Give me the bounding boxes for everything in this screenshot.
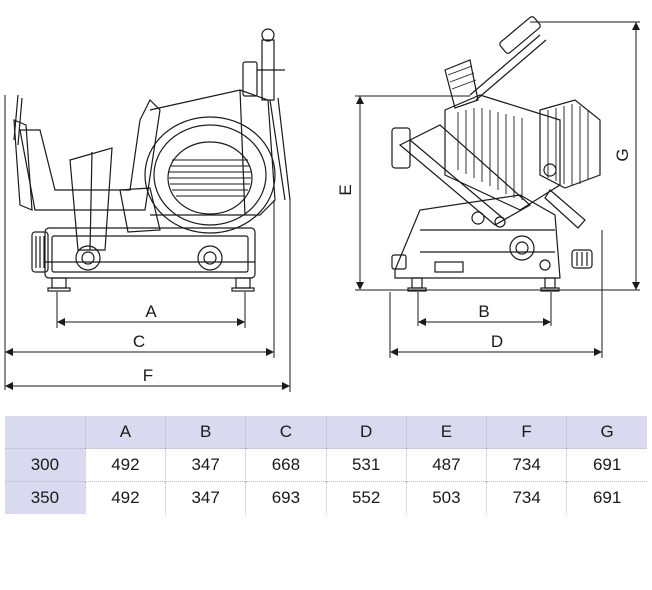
table-cell: 668 [245,448,327,482]
front-view-slicer [13,28,291,292]
table-row: 350 492 347 693 552 503 734 691 [5,481,647,514]
label-a: A [145,302,157,321]
row-model: 300 [5,448,86,482]
header-g: G [600,422,614,441]
slicer-dimension-drawing: A C F B D E G [4,16,640,392]
table-cell: 734 [486,448,568,482]
side-view-slicer [391,16,601,292]
table-cell: 693 [245,481,327,514]
table-cell: 531 [326,448,407,482]
header-corner [5,416,86,449]
header-a: A [85,416,167,449]
label-d: D [491,332,503,351]
header-c: C [245,416,327,449]
header-f: F [486,416,568,449]
label-b: B [478,302,489,321]
table-cell: 347 [165,448,247,482]
table-cell: 503 [406,481,488,514]
header-d: D [326,416,407,449]
table-cell: 487 [406,448,488,482]
table-header-row: A B C D E F G [5,416,647,449]
header-b: B [165,416,247,449]
label-e: E [336,184,355,195]
table-cell: 691 [592,488,622,507]
label-g: G [613,148,632,161]
label-c: C [133,332,145,351]
table-cell: 552 [326,481,407,514]
table-cell: 691 [592,455,622,474]
label-f: F [143,366,153,385]
table-row: 300 492 347 668 531 487 734 691 [5,448,647,482]
table-cell: 734 [486,481,568,514]
table-cell: 492 [85,481,167,514]
row-model: 350 [5,481,86,514]
table-cell: 347 [165,481,247,514]
table-cell: 492 [85,448,167,482]
header-e: E [406,416,488,449]
dimensions-table: A B C D E F G 300 492 347 668 531 487 73… [5,416,647,514]
